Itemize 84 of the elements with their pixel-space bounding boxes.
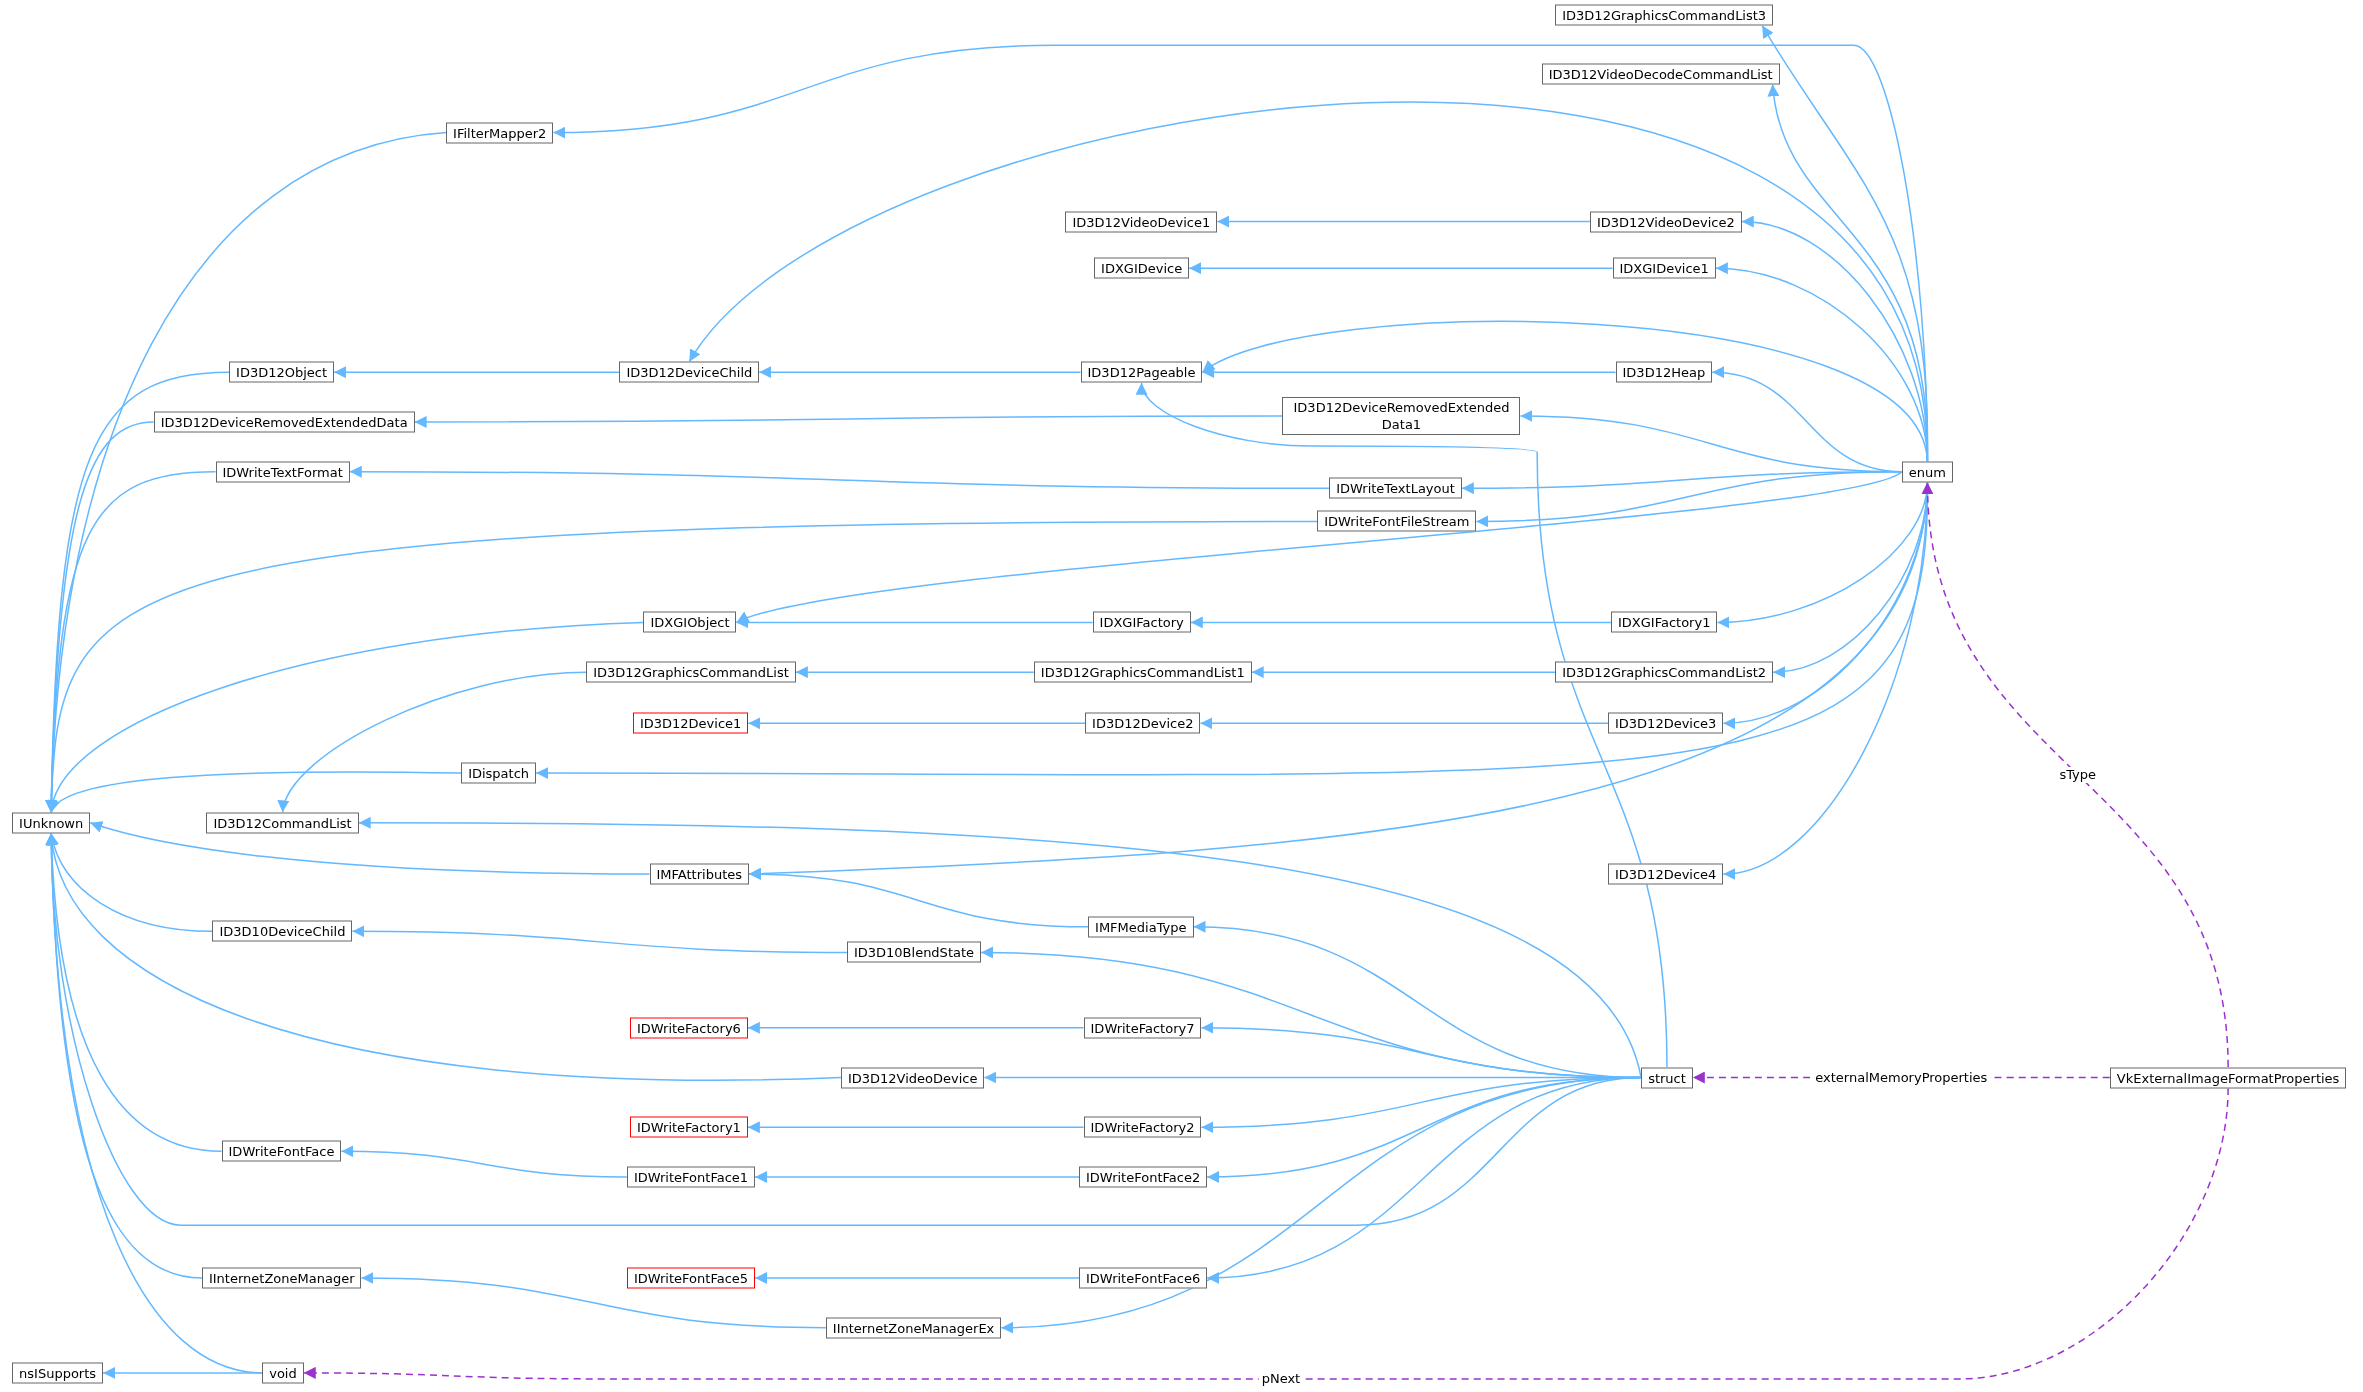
class-box: IDXGIDevice1 xyxy=(1612,257,1716,279)
class-box: ID3D12Device1 xyxy=(632,712,749,734)
class-box: IMFAttributes xyxy=(649,863,750,885)
class-box: ID3D12Device2 xyxy=(1085,712,1201,734)
class-box: IDWriteFontFace6 xyxy=(1079,1267,1208,1289)
inheritance-arrow xyxy=(48,832,214,933)
class-box: IDispatch xyxy=(461,762,537,784)
class-box: IDXGIObject xyxy=(643,611,737,633)
class-box: nsISupports xyxy=(12,1362,104,1384)
inheritance-arrow xyxy=(1201,320,1929,462)
inheritance-arrow xyxy=(795,666,1035,679)
inheritance-arrow xyxy=(340,1145,628,1178)
inheritance-arrow xyxy=(747,1121,1085,1134)
class-box: ID3D12VideoDecodeCommandList xyxy=(1541,63,1780,85)
inheritance-arrow xyxy=(1188,262,1614,275)
class-box: ID3D12GraphicsCommandList2 xyxy=(1555,661,1774,683)
class-box: ID3D12VideoDevice2 xyxy=(1589,211,1742,233)
inheritance-arrow xyxy=(1216,215,1591,228)
inheritance-arrow xyxy=(758,366,1082,379)
inheritance-arrow xyxy=(1201,366,1617,379)
class-box: ID3D10DeviceChild xyxy=(212,920,353,942)
inheritance-arrow xyxy=(735,616,1094,629)
class-box: IDWriteFontFileStream xyxy=(1317,510,1477,532)
class-box: IDWriteFontFace2 xyxy=(1079,1166,1208,1188)
edge-label: externalMemoryProperties xyxy=(1812,1069,1991,1086)
class-box: IDWriteFontFace xyxy=(221,1140,342,1162)
class-box: IDXGIDevice xyxy=(1094,257,1190,279)
inheritance-arrow xyxy=(747,1021,1085,1034)
class-box: ID3D10BlendState xyxy=(846,941,982,963)
class-box: ID3D12VideoDevice xyxy=(840,1067,985,1088)
inheritance-arrow xyxy=(1138,381,1668,1068)
class-box: IMFMediaType xyxy=(1088,916,1194,938)
class-box: IDXGIFactory1 xyxy=(1611,611,1718,633)
class-box: IDWriteFactory1 xyxy=(629,1116,748,1138)
class-box: IUnknown xyxy=(12,812,91,834)
class-box: ID3D12Device4 xyxy=(1608,863,1724,885)
class-box: ID3D12VideoDevice1 xyxy=(1065,211,1218,233)
inheritance-arrow xyxy=(50,771,462,814)
class-box: ID3D12DeviceRemovedExtendedData xyxy=(153,411,415,433)
class-box: struct xyxy=(1641,1067,1693,1088)
dashed-arrow xyxy=(1922,481,2229,1068)
class-box: IDWriteFontFace5 xyxy=(626,1267,756,1289)
class-box: IDWriteFactory7 xyxy=(1083,1017,1202,1039)
class-box: ID3D12DeviceChild xyxy=(619,361,760,383)
inheritance-arrow xyxy=(748,868,1089,928)
class-box: ID3D12GraphicsCommandList3 xyxy=(1555,4,1774,26)
inheritance-arrow xyxy=(754,1170,1080,1183)
inheritance-arrow xyxy=(413,415,1284,428)
class-box: IDXGIFactory xyxy=(1092,611,1191,633)
inheritance-arrow xyxy=(349,465,1330,489)
inheritance-arrow xyxy=(89,820,651,875)
class-box: ID3D12DeviceRemovedExtended Data1 xyxy=(1282,396,1521,435)
class-box: ID3D12Object xyxy=(229,361,335,383)
inheritance-arrow xyxy=(1199,717,1609,730)
inheritance-arrow xyxy=(360,1272,827,1329)
class-box: IInternetZoneManager xyxy=(201,1267,362,1289)
class-box: IDWriteFactory6 xyxy=(629,1017,748,1039)
inheritance-arrow xyxy=(351,925,848,954)
dashed-arrow xyxy=(303,1087,2229,1380)
class-box: IFilterMapper2 xyxy=(446,122,554,144)
inheritance-arrow xyxy=(1250,666,1556,679)
inheritance-arrow xyxy=(735,470,1903,625)
class-box: IDWriteTextLayout xyxy=(1329,477,1462,499)
class-box: IDWriteFontFace1 xyxy=(626,1166,756,1188)
inheritance-arrow xyxy=(1190,616,1612,629)
class-box: IDWriteTextFormat xyxy=(215,461,350,483)
class-box: ID3D12CommandList xyxy=(206,812,359,834)
inheritance-arrow xyxy=(1475,470,1903,528)
inheritance-arrow xyxy=(280,671,587,814)
class-box: void xyxy=(262,1362,304,1384)
class-box: ID3D12GraphicsCommandList1 xyxy=(1033,661,1252,683)
class-box: ID3D12Pageable xyxy=(1080,361,1203,383)
inheritance-arrow xyxy=(357,816,1642,1079)
class-box: ID3D12Device3 xyxy=(1608,712,1724,734)
class-box: IInternetZoneManagerEx xyxy=(825,1317,1002,1339)
class-box: ID3D12Heap xyxy=(1615,361,1713,383)
inheritance-arrow xyxy=(102,1366,263,1379)
class-box: VkExternalImageFormatProperties xyxy=(2109,1067,2347,1088)
inheritance-arrow xyxy=(333,366,621,379)
inheritance-arrow xyxy=(747,717,1086,730)
inheritance-arrow xyxy=(754,1271,1080,1284)
class-box: ID3D12GraphicsCommandList xyxy=(586,661,796,683)
class-box: IDWriteFactory2 xyxy=(1083,1116,1202,1138)
class-box: enum xyxy=(1901,461,1953,483)
